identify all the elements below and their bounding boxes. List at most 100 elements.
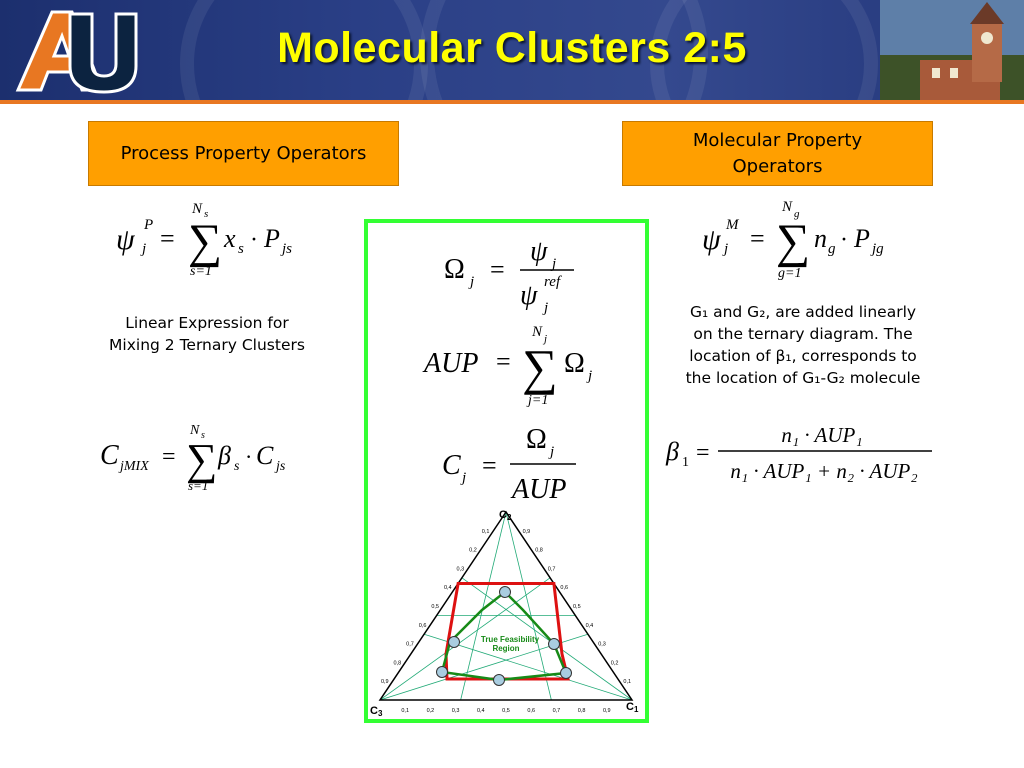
svg-text:n₁ · AUP₁ + n₂ · AUP₂: n₁ · AUP₁ + n₂ · AUP₂ xyxy=(730,459,917,483)
note-line: location of β₁, corresponds to xyxy=(689,347,917,365)
tick-labels: 0,1 0,2 0,3 0,4 0,5 0,6 0,7 0,8 0,9 0,1 0,2 0,3 0,4 0… xyxy=(381,529,631,714)
sum-symbol: ∑ xyxy=(776,215,810,268)
svg-text:ψ: ψ xyxy=(520,280,538,311)
tick-label: 0,3 xyxy=(598,642,606,648)
mixing-equation: C jMIX = ∑ N s s=1 β s · C js xyxy=(100,423,286,493)
svg-text:β: β xyxy=(665,437,679,466)
svg-text:jMIX: jMIX xyxy=(118,459,149,474)
svg-text:j: j xyxy=(542,333,547,345)
tick-label: 0,2 xyxy=(427,708,435,714)
slide-title: Molecular Clusters 2:5 xyxy=(277,24,747,72)
svg-text:j: j xyxy=(542,300,548,316)
tick-label: 0,5 xyxy=(573,604,581,610)
svg-text:C: C xyxy=(442,450,461,481)
svg-text:s: s xyxy=(201,430,205,441)
svg-text:=: = xyxy=(496,347,511,376)
svg-text:C: C xyxy=(256,441,274,470)
svg-text:ψ: ψ xyxy=(530,236,548,267)
process-property-operators-box: Process Property Operators xyxy=(88,121,399,186)
svg-text:AUP: AUP xyxy=(422,348,478,379)
svg-text:N: N xyxy=(781,199,793,215)
cluster-point xyxy=(560,667,572,679)
svg-text:Ω: Ω xyxy=(564,348,585,379)
linear-expression-note: Linear Expression for Mixing 2 Ternary C… xyxy=(109,314,305,354)
cluster-point xyxy=(548,638,560,650)
svg-text:=: = xyxy=(696,440,710,466)
svg-text:s: s xyxy=(234,459,240,474)
process-operator-equation: ψ P j = ∑ N s s=1 x s · P js xyxy=(116,201,292,279)
grid-line xyxy=(460,511,507,701)
svg-text:=: = xyxy=(750,224,765,253)
tick-label: 0,7 xyxy=(553,708,561,714)
svg-text:ψ: ψ xyxy=(702,223,722,256)
svg-text:N: N xyxy=(531,324,543,340)
svg-text:=: = xyxy=(160,224,175,253)
cluster-points xyxy=(436,586,572,686)
tick-label: 0,6 xyxy=(527,708,535,714)
region-label-line2: Region xyxy=(492,644,519,653)
svg-text:β: β xyxy=(217,441,231,470)
tick-label: 0,2 xyxy=(611,660,619,666)
svg-text:Ω: Ω xyxy=(444,254,465,285)
svg-text:s: s xyxy=(204,208,208,220)
highlight-frame xyxy=(364,219,649,723)
svg-text:j: j xyxy=(550,256,556,272)
svg-text:j: j xyxy=(722,241,728,257)
cluster-point xyxy=(493,674,505,686)
tick-label: 0,8 xyxy=(535,548,543,554)
tick-label: 0,4 xyxy=(586,623,594,629)
molecular-property-operators-box: Molecular Property Operators xyxy=(622,121,933,186)
svg-text:P: P xyxy=(143,217,153,233)
grid-line xyxy=(461,577,633,701)
svg-text:P: P xyxy=(263,224,280,253)
tick-label: 0,9 xyxy=(603,708,611,714)
tick-label: 0,9 xyxy=(381,679,389,685)
grid-line xyxy=(505,511,552,701)
tick-label: 0,5 xyxy=(502,708,510,714)
svg-text:j: j xyxy=(460,470,466,486)
svg-text:n: n xyxy=(814,224,827,253)
tick-label: 0,3 xyxy=(457,566,465,572)
svg-text:ref: ref xyxy=(544,274,562,290)
vertex-top-label: C2 xyxy=(499,509,512,522)
svg-text:j: j xyxy=(468,274,474,290)
tick-label: 0,1 xyxy=(482,529,490,535)
ternary-grid xyxy=(379,511,633,701)
cluster-point xyxy=(499,586,511,598)
sum-symbol: ∑ xyxy=(522,339,558,395)
aup-equation: AUP = ∑ N j j=1 Ω j xyxy=(422,324,592,408)
svg-text:g: g xyxy=(828,241,836,257)
tick-label: 0,5 xyxy=(431,604,439,610)
svg-text:P: P xyxy=(853,224,870,253)
svg-text:j=1: j=1 xyxy=(526,393,548,408)
vertex-left-label: C3 xyxy=(370,705,383,718)
svg-text:·: · xyxy=(840,227,848,253)
au-logo xyxy=(15,10,138,94)
tick-label: 0,7 xyxy=(548,566,556,572)
tick-label: 0,4 xyxy=(477,708,485,714)
note-line: on the ternary diagram. The xyxy=(693,325,913,343)
svg-text:·: · xyxy=(245,444,252,469)
svg-text:N: N xyxy=(191,201,203,217)
svg-text:AUP: AUP xyxy=(510,474,566,505)
cj-equation: C j = Ω j AUP xyxy=(442,424,576,505)
tick-label: 0,9 xyxy=(523,529,531,535)
g1-g2-note: G₁ and G₂, are added linearly on the ter… xyxy=(664,301,942,389)
svg-text:M: M xyxy=(725,217,740,233)
tick-label: 0,7 xyxy=(406,642,414,648)
header-divider xyxy=(0,100,1024,104)
tick-label: 0,6 xyxy=(419,623,427,629)
svg-text:C: C xyxy=(100,440,119,471)
cluster-point xyxy=(448,636,460,648)
note-line: G₁ and G₂, are added linearly xyxy=(689,303,917,321)
svg-text:N: N xyxy=(189,423,200,438)
vertex-right-label: C1 xyxy=(626,701,639,714)
sum-symbol: ∑ xyxy=(188,215,222,268)
molecular-operator-equation: ψ M j = ∑ N g g=1 n g · P jg xyxy=(702,199,884,281)
tick-label: 0,1 xyxy=(401,708,409,714)
header-banner: Molecular Clusters 2:5 xyxy=(0,0,1024,100)
tick-label: 0,1 xyxy=(623,679,631,685)
svg-text:jg: jg xyxy=(870,241,884,257)
omega-equation: Ω j = ψ j ψ ref j xyxy=(444,236,574,316)
svg-text:=: = xyxy=(162,444,176,470)
